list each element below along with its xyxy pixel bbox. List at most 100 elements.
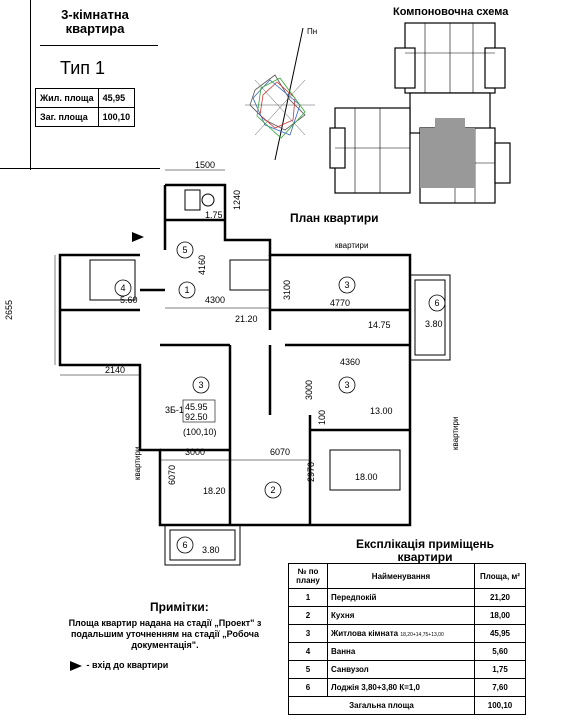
entry-arrow-icon [132, 232, 144, 242]
apartment-code: 3Б-1 [165, 405, 184, 415]
room-name-text: Санвузол [331, 665, 369, 674]
area-row: Жил. площа 45,95 [35, 88, 136, 108]
room-number: 3 [198, 380, 203, 390]
area-row: Заг. площа 100,10 [35, 107, 136, 127]
dimension-label: 4300 [205, 295, 225, 305]
apartment-type: Тип 1 [60, 58, 106, 78]
room-name: Передпокій [327, 588, 475, 607]
left-side-label: квартири [133, 447, 142, 480]
room-area-value: 18,00 [474, 606, 526, 625]
explication-title: Експлікація приміщень квартири [295, 538, 555, 564]
table-row: 5 Санвузол 1,75 [288, 660, 526, 679]
dimension-label: 3000 [185, 447, 205, 457]
row-number: 4 [288, 642, 328, 661]
title-block-border [30, 0, 31, 170]
explication-table: № по плану Найменування Площа, м² 1 Пере… [288, 563, 526, 715]
room-number: 5 [182, 245, 187, 255]
plan-title: План квартири [290, 211, 379, 225]
total-label: Загальна площа [288, 696, 475, 715]
dimension-label: 3100 [282, 280, 292, 300]
room-name-extra: 18,20+14,75+13,00 [400, 632, 444, 638]
dimension-label: 4360 [340, 357, 360, 367]
dimension-label: 2970 [306, 462, 316, 482]
explication-title-line1: Експлікація приміщень [355, 537, 495, 551]
dimension-label: 4160 [197, 255, 207, 275]
area-label: Заг. площа [35, 107, 99, 127]
apartment-title: 3-кімнатна квартира [40, 8, 150, 36]
title-block-bottom-border [0, 168, 160, 169]
room-area: 3.80 [425, 319, 443, 329]
right-side-label: квартири [451, 417, 460, 450]
room-name: Лоджія 3,80+3,80 К=1,0 [327, 678, 475, 697]
title-divider [40, 45, 158, 46]
dimension-label: 100 [317, 410, 327, 425]
room-area: 3.80 [202, 545, 220, 555]
row-number: 3 [288, 624, 328, 643]
entry-legend: - вхід до квартири [70, 660, 168, 671]
dimension-label: 1240 [232, 190, 242, 210]
row-number: 1 [288, 588, 328, 607]
row-number: 6 [288, 678, 328, 697]
room-area: 18.20 [203, 486, 226, 496]
dimension-label: 6070 [270, 447, 290, 457]
entry-arrow-icon [70, 660, 82, 671]
room-area: 21.20 [235, 314, 258, 324]
room-name: Житлова кімната 18,20+14,75+13,00 [327, 624, 475, 643]
floor-plan: 1500 1240 4160 4300 3100 4770 2655 2140 … [4, 160, 460, 566]
room-area-value: 1,75 [474, 660, 526, 679]
room-number: 4 [120, 283, 125, 293]
entry-legend-text: - вхід до квартири [86, 660, 169, 670]
apartment-total-area: 92.50 [185, 412, 208, 422]
dimension-label: 4770 [330, 298, 350, 308]
room-area: 5.60 [120, 295, 138, 305]
table-row: 1 Передпокій 21,20 [288, 588, 526, 607]
room-name-extra: 3,80+3,80 К=1,0 [361, 683, 420, 692]
room-name: Ванна [327, 642, 475, 661]
room-number: 6 [182, 540, 187, 550]
room-area: 13.00 [370, 406, 393, 416]
apartment-title-line1: 3-кімнатна [61, 7, 129, 22]
explication-header-row: № по плану Найменування Площа, м² [288, 563, 526, 589]
dimension-label: 6070 [167, 465, 177, 485]
area-value: 45,95 [97, 88, 136, 108]
top-side-label: квартири [335, 241, 368, 250]
building-layout-scheme [329, 22, 511, 204]
table-row: 2 Кухня 18,00 [288, 606, 526, 625]
row-number: 2 [288, 606, 328, 625]
room-number: 3 [344, 280, 349, 290]
dimension-label: 2655 [4, 300, 14, 320]
apartment-living-area: 45.95 [185, 402, 208, 412]
room-area-value: 21,20 [474, 588, 526, 607]
room-area-value: 7,60 [474, 678, 526, 697]
explication-title-line2: квартири [397, 550, 453, 564]
table-row: 3 Житлова кімната 18,20+14,75+13,00 45,9… [288, 624, 526, 643]
apartment-title-line2: квартира [65, 21, 125, 36]
room-number: 2 [270, 485, 275, 495]
table-row: 4 Ванна 5,60 [288, 642, 526, 661]
room-name: Санвузол [327, 660, 475, 679]
room-name-text: Ванна [331, 647, 356, 656]
north-label: Пн [307, 27, 317, 36]
notes-title: Примітки: [150, 600, 209, 614]
total-row: Загальна площа 100,10 [288, 696, 526, 715]
area-label: Жил. площа [35, 88, 99, 108]
area-summary-table: Жил. площа 45,95 Заг. площа 100,10 [35, 88, 136, 127]
dimension-label: 1500 [195, 160, 215, 170]
column-header: Площа, м² [474, 563, 526, 589]
notes-text: Площа квартир надана на стадії „Проект" … [68, 618, 262, 650]
row-number: 5 [288, 660, 328, 679]
column-header: Найменування [327, 563, 475, 589]
highlighted-apartment [420, 128, 475, 188]
room-name-text: Житлова кімната [331, 629, 399, 638]
table-row: 6 Лоджія 3,80+3,80 К=1,0 7,60 [288, 678, 526, 697]
area-value: 100,10 [97, 107, 136, 127]
room-area: 14.75 [368, 320, 391, 330]
dimension-label: 2140 [105, 365, 125, 375]
room-number: 6 [434, 298, 439, 308]
total-value: 100,10 [474, 696, 526, 715]
room-area-value: 45,95 [474, 624, 526, 643]
layout-scheme-title: Компоновочна схема [393, 6, 509, 18]
room-name-text: Кухня [331, 611, 355, 620]
room-name: Кухня [327, 606, 475, 625]
room-name-text: Передпокій [331, 593, 377, 602]
